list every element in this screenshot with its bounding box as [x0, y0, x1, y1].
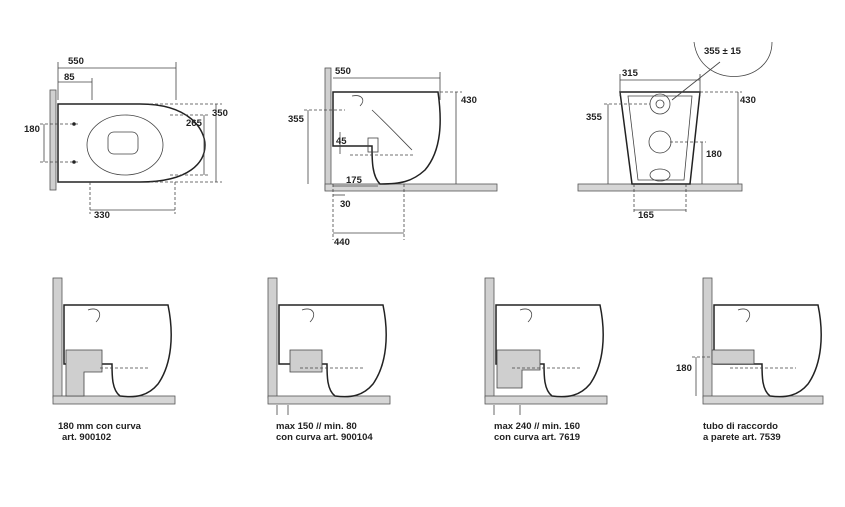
side-bowl	[332, 91, 441, 185]
side-dim-30: 30	[340, 199, 351, 210]
install-2-bowl	[278, 304, 387, 398]
side-dim-175: 175	[346, 175, 363, 186]
side-dim-355: 355	[288, 114, 305, 125]
plan-fixing-hole-bottom	[72, 160, 76, 164]
front-dim-355: 355	[586, 112, 603, 123]
install-1-caption-line1: 180 mm con curva	[58, 421, 141, 432]
install-view-4: 180	[676, 277, 824, 405]
front-dim-165: 165	[638, 210, 655, 221]
install-2-caption-line1: max 150 // min. 80	[276, 421, 357, 432]
plan-dim-350: 350	[212, 108, 228, 119]
front-detail-circle	[693, 41, 773, 77]
plan-fixing-hole-top	[72, 122, 76, 126]
plan-dim-265: 265	[186, 118, 203, 129]
side-view: 550 430 355 45 175 30 440	[288, 66, 498, 248]
install-2-pipe	[289, 349, 323, 373]
plan-dim-330: 330	[94, 210, 110, 221]
side-dim-45: 45	[336, 136, 347, 147]
plan-bowl-opening	[86, 114, 164, 176]
install-2-caption: max 150 // min. 80 con curva art. 900104	[276, 421, 373, 443]
plan-dim-85: 85	[64, 72, 75, 83]
plan-wall	[49, 89, 57, 191]
side-floor	[324, 183, 498, 192]
install-3-caption-line2: con curva art. 7619	[494, 432, 581, 443]
install-4-pipe	[711, 349, 755, 365]
install-2-caption-line2: con curva art. 900104	[276, 432, 373, 443]
install-4-caption-line2: a parete art. 7539	[703, 432, 781, 443]
plan-dim-550: 550	[68, 56, 84, 67]
install-4-caption-line1: tubo di raccordo	[703, 421, 778, 432]
install-1-pipe	[65, 349, 103, 397]
front-dim-315: 315	[622, 68, 639, 79]
install-view-1	[52, 277, 176, 405]
install-4-bowl	[713, 304, 822, 398]
plan-view: 550 85 180 350 265 330	[24, 56, 228, 221]
side-dim-440: 440	[334, 237, 350, 248]
install-view-3	[484, 277, 608, 415]
front-dim-355-15: 355 ± 15	[704, 46, 742, 57]
front-bowl	[619, 91, 701, 185]
plan-bowl-outline	[57, 103, 206, 183]
side-dim-430: 430	[461, 95, 477, 106]
front-dim-180: 180	[706, 149, 722, 160]
install-3-pipe	[496, 349, 541, 389]
install-1-caption: 180 mm con curva art. 900102	[58, 421, 141, 443]
plan-drain	[107, 131, 139, 155]
plan-dim-180: 180	[24, 124, 40, 135]
install-4-caption: tubo di raccordo a parete art. 7539	[703, 421, 781, 443]
install-3-caption-line1: max 240 // min. 160	[494, 421, 581, 432]
install-4-dim-180: 180	[676, 363, 692, 374]
front-dim-430: 430	[740, 95, 756, 106]
side-dim-550: 550	[335, 66, 351, 77]
front-view: 355 ± 15 315 430 355 180 165	[577, 41, 773, 221]
install-1-bowl	[63, 304, 172, 398]
install-view-2	[267, 277, 391, 415]
install-1-caption-line2: art. 900102	[62, 432, 112, 443]
install-3-bowl	[495, 304, 604, 398]
install-3-caption: max 240 // min. 160 con curva art. 7619	[494, 421, 580, 443]
front-floor	[577, 183, 743, 192]
side-wall	[324, 67, 332, 191]
